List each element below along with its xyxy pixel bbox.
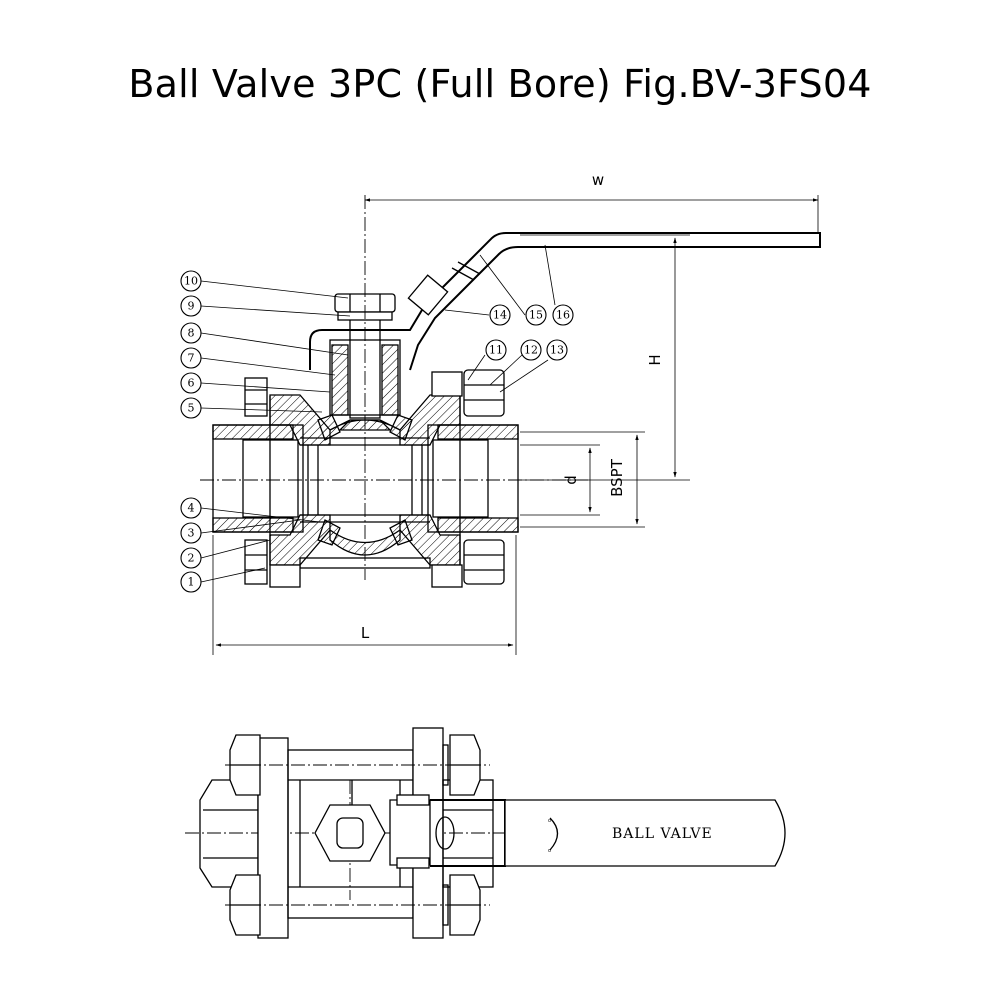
dimension-lines: w H d BSPT L (212, 171, 819, 655)
dimension-bspt-label: BSPT (608, 458, 626, 497)
part-number-3: 3 (188, 527, 195, 540)
part-number-12: 12 (524, 344, 538, 357)
part-number-6: 6 (188, 377, 195, 390)
part-bubbles: 10 9 8 7 6 5 4 3 2 1 14 15 16 11 12 13 (180, 270, 574, 593)
part-number-14: 14 (493, 309, 507, 322)
part-number-4: 4 (188, 502, 195, 515)
part-number-2: 2 (188, 552, 195, 565)
part-number-10: 10 (184, 275, 198, 288)
leader-lines (200, 244, 556, 583)
part-number-11: 11 (489, 344, 503, 357)
part-number-9: 9 (188, 300, 195, 313)
part-number-1: 1 (188, 576, 195, 589)
part-number-8: 8 (188, 327, 195, 340)
dimension-w-label: w (592, 171, 604, 189)
handle-mark-top: o (548, 818, 551, 824)
handle-mark-bottom: o (548, 848, 551, 854)
dimension-l-label: L (361, 624, 370, 642)
dimension-d-label: d (562, 475, 580, 485)
part-number-13: 13 (550, 344, 564, 357)
part-number-16: 16 (556, 309, 570, 322)
part-number-5: 5 (188, 402, 195, 415)
part-number-7: 7 (188, 352, 195, 365)
handle-label: BALL VALVE (612, 826, 713, 842)
section-view (200, 195, 821, 588)
page-title: Ball Valve 3PC (Full Bore) Fig.BV-3FS04 (128, 62, 872, 106)
top-view: o o BALL VALVE (185, 727, 786, 939)
dimension-h-label: H (646, 354, 664, 365)
part-number-15: 15 (529, 309, 543, 322)
